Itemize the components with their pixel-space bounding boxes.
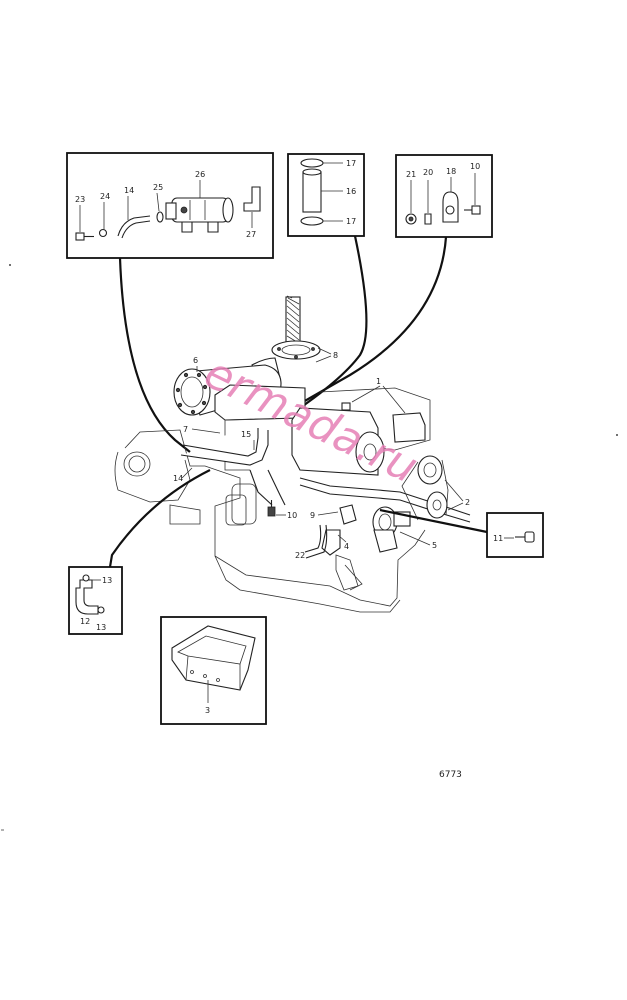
callout-10-top: 10 [470,162,480,171]
figure-number: 6773 [439,770,462,780]
callout-22: 22 [295,551,305,560]
hose-icon [117,215,151,239]
callout-16: 16 [346,187,356,196]
detail-box-elbow: 13 12 13 [68,566,123,635]
callout-5: 5 [432,541,437,550]
o-ring-icon [156,211,164,223]
callout-15: 15 [241,430,251,439]
callout-3: 3 [205,706,210,715]
bolt-icon [75,232,94,241]
callout-11: 11 [493,534,503,543]
callout-23: 23 [75,195,85,204]
bolt-icon [464,205,481,215]
elbow-hose-icon [75,574,105,615]
callout-26: 26 [195,170,205,179]
callout-25: 25 [153,183,163,192]
callout-2: 2 [465,498,470,507]
callout-20: 20 [423,168,433,177]
callout-1: 1 [376,377,381,386]
detail-box-heat-exchanger: 23 24 14 25 26 27 [66,152,274,259]
callout-6: 6 [193,356,198,365]
callout-13-top: 13 [102,576,112,585]
callout-17-bottom: 17 [346,217,356,226]
filter-element-icon [300,158,324,226]
callout-13-bottom: 13 [96,623,106,632]
bolt-icon [267,500,276,517]
engine-assembly [114,295,471,613]
washer-icon [98,228,108,238]
drip-tray-icon [171,625,256,691]
callout-4: 4 [344,542,349,551]
callout-14-main: 14 [173,474,183,483]
water-pump-icon [321,504,411,556]
heat-exchanger-icon [165,197,234,233]
callout-14: 14 [124,186,134,195]
callout-18: 18 [446,167,456,176]
callout-10-main: 10 [287,511,297,520]
callout-8: 8 [333,351,338,360]
expansion-tank-icon [291,402,426,476]
callout-17-top: 17 [346,159,356,168]
callout-7: 7 [183,425,188,434]
callout-27: 27 [246,230,256,239]
elbow-fitting-icon [243,186,261,212]
pulley-icon [401,455,449,521]
callout-24: 24 [100,192,110,201]
detail-box-clamp: 21 20 18 10 [395,154,493,238]
detail-box-bolt: 11 [486,512,544,558]
detail-box-filter: 17 16 17 [287,153,365,237]
detail-box-drip-tray: 3 [160,616,267,725]
clamp-icon [442,191,459,223]
callout-21: 21 [406,170,416,179]
bolt-icon [515,531,535,543]
callout-12: 12 [80,617,90,626]
spacer-icon [424,213,432,225]
main-callouts: 6 8 1 7 15 14 2 10 9 22 4 5 [173,347,470,560]
callout-9: 9 [310,511,315,520]
